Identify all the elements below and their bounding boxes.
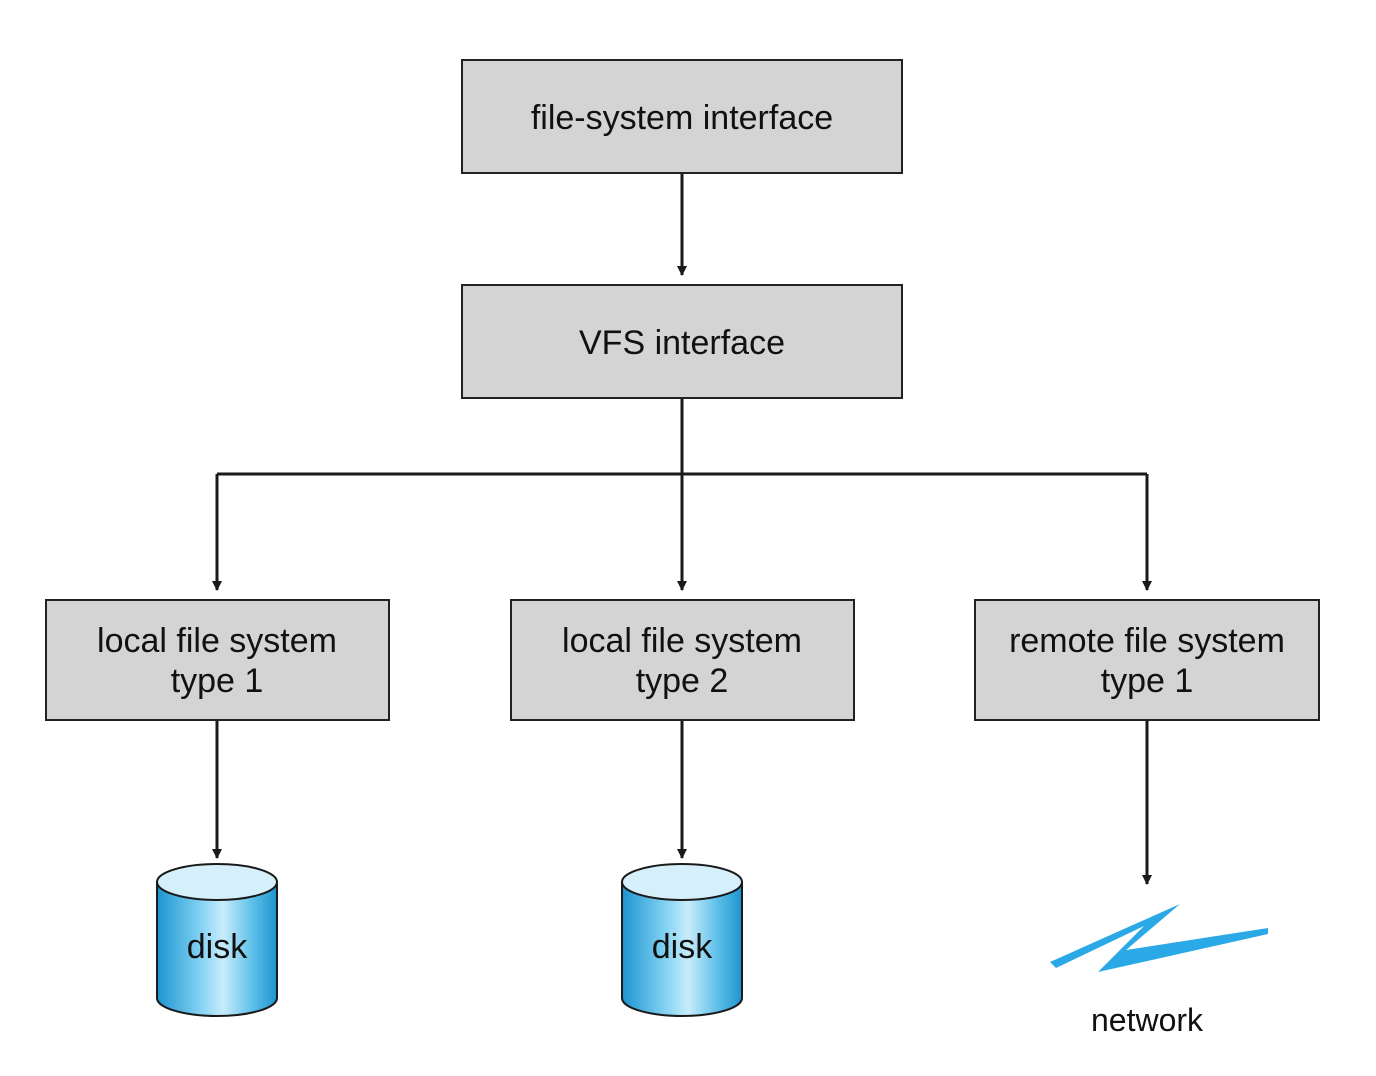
remote-fs-1-line1: remote file system: [1009, 622, 1285, 660]
local-fs-1-line2: type 1: [171, 662, 264, 700]
disk-1-node: disk: [156, 863, 278, 1017]
remote-fs-type-1-node: remote file system type 1: [974, 599, 1320, 721]
local-fs-2-line1: local file system: [562, 622, 802, 660]
cylinder-icon: [621, 863, 743, 1017]
disk-1-label: disk: [187, 928, 248, 966]
vfs-interface-node: VFS interface: [461, 284, 903, 399]
connectors: [212, 174, 1152, 885]
disk-2-label: disk: [652, 928, 713, 966]
network-node: network: [1050, 904, 1268, 1038]
cylinder-icon: [156, 863, 278, 1017]
local-fs-2-line2: type 2: [636, 662, 729, 700]
remote-fs-1-line2: type 1: [1101, 662, 1194, 700]
network-label: network: [1091, 1002, 1204, 1038]
local-fs-type-1-node: local file system type 1: [45, 599, 390, 721]
file-system-interface-label: file-system interface: [531, 99, 833, 137]
local-fs-type-2-node: local file system type 2: [510, 599, 855, 721]
file-system-interface-node: file-system interface: [461, 59, 903, 174]
lightning-bolt-icon: [1050, 904, 1268, 972]
vfs-interface-label: VFS interface: [579, 324, 785, 362]
disk-2-node: disk: [621, 863, 743, 1017]
local-fs-1-line1: local file system: [97, 622, 337, 660]
